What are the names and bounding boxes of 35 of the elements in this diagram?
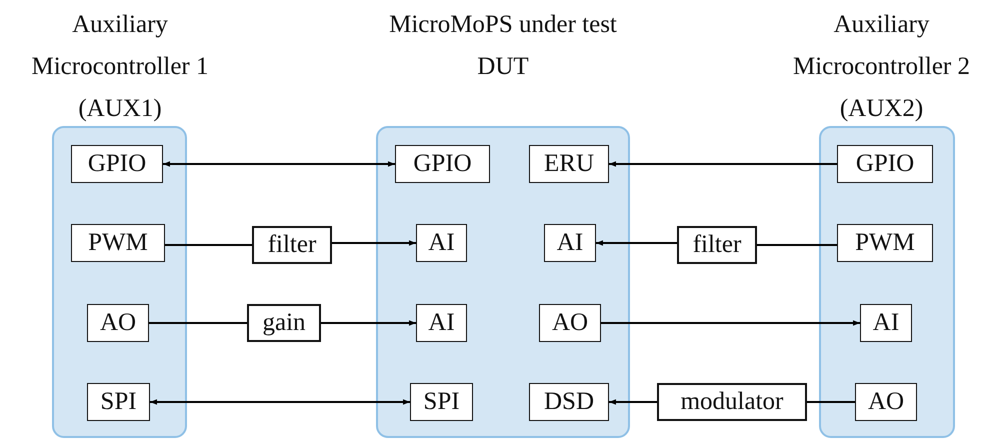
- arrow: [150, 399, 410, 405]
- port-box: AI: [416, 224, 467, 262]
- port-box: GPIO: [71, 145, 163, 183]
- group-heading: Auxiliary Microcontroller 1 (AUX1): [30, 10, 210, 124]
- arrow: [609, 399, 657, 405]
- port-box: AO: [539, 304, 601, 342]
- connector-line: [149, 322, 247, 324]
- port-box: AI: [860, 304, 912, 342]
- port-box: ERU: [529, 145, 609, 183]
- port-box: GPIO: [837, 145, 933, 183]
- port-box: AO: [87, 304, 149, 342]
- signal-block: gain: [247, 304, 321, 342]
- arrow: [601, 320, 860, 326]
- connector-line: [807, 401, 855, 403]
- arrow: [596, 240, 677, 246]
- port-box: AI: [416, 304, 467, 342]
- arrow: [163, 161, 395, 167]
- arrow: [332, 240, 416, 246]
- port-box: SPI: [87, 383, 150, 421]
- signal-block: filter: [252, 226, 332, 264]
- port-box: AI: [544, 224, 596, 262]
- connector-line: [757, 244, 837, 246]
- group-heading: MicroMoPS under test DUT: [388, 10, 618, 82]
- group-heading: Auxiliary Microcontroller 2 (AUX2): [792, 10, 972, 124]
- port-box: AO: [855, 383, 917, 421]
- arrow: [321, 320, 416, 326]
- port-box: DSD: [529, 383, 609, 421]
- port-box: GPIO: [395, 145, 490, 183]
- connector-line: [165, 244, 252, 246]
- arrow: [609, 161, 837, 167]
- signal-block: filter: [677, 226, 757, 264]
- port-box: PWM: [71, 224, 165, 262]
- port-box: PWM: [837, 224, 933, 262]
- signal-block: modulator: [657, 383, 807, 421]
- port-box: SPI: [410, 383, 473, 421]
